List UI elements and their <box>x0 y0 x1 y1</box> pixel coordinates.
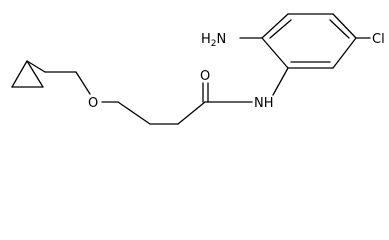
bond <box>332 13 357 39</box>
cyclopropyl-ring <box>11 60 44 88</box>
bond <box>261 37 289 69</box>
bond <box>177 101 206 125</box>
carbonyl-oxygen-label: O <box>200 69 210 84</box>
alkyl-ether-chain <box>26 60 206 125</box>
bond <box>26 60 44 88</box>
ether-oxygen-label: O <box>88 96 98 111</box>
amide-nh-label: NH <box>254 96 274 111</box>
aromatic-inner-bond <box>269 19 292 39</box>
bond <box>272 67 289 96</box>
bond <box>11 60 28 88</box>
chlorine-label: Cl <box>372 32 385 47</box>
bond <box>75 71 91 95</box>
aromatic-inner-bond <box>329 19 350 39</box>
amino-label: H2N <box>201 32 226 49</box>
bond <box>261 13 289 39</box>
benzene-ring <box>239 13 371 69</box>
bond <box>26 60 46 73</box>
bond <box>332 37 357 69</box>
chemical-structure: H2N O O NH Cl <box>11 13 385 125</box>
bond <box>117 101 151 125</box>
amide-group <box>202 67 289 103</box>
